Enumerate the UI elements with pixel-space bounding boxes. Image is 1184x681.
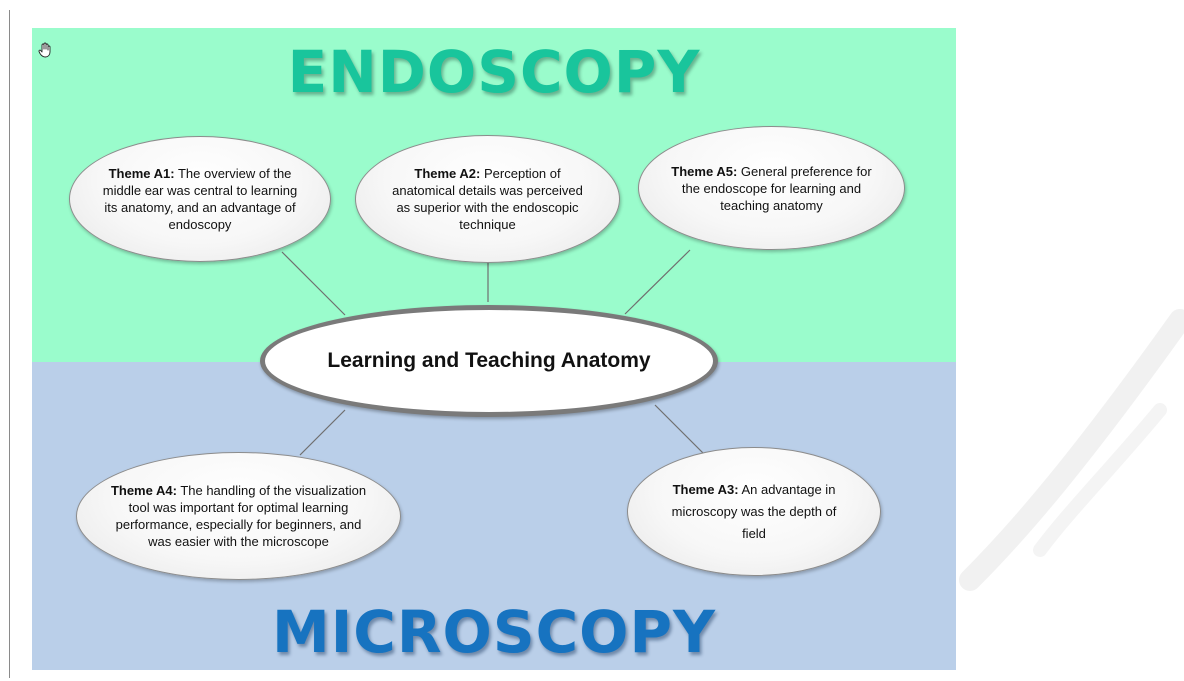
theme-label: Theme A2: — [414, 166, 481, 181]
theme-label: Theme A5: — [671, 163, 738, 179]
theme-a4-bubble: Theme A4: The handling of the visualizat… — [76, 452, 401, 580]
connector-a3 — [654, 404, 707, 457]
connector-a1 — [281, 251, 346, 316]
page-margin-line — [9, 10, 10, 678]
theme-a5-bubble: Theme A5: General preference for the end… — [638, 126, 905, 250]
theme-a1-bubble: Theme A1: The overview of the middle ear… — [69, 136, 331, 262]
theme-text: Perception of anatomical details was per… — [392, 166, 583, 232]
theme-label: Theme A3: — [672, 481, 739, 497]
theme-text: General preference for the endoscope for… — [681, 163, 872, 213]
theme-a3-bubble: Theme A3: An advantage in microscopy was… — [627, 447, 881, 576]
connector-a4 — [299, 409, 346, 456]
theme-a2-bubble: Theme A2: Perception of anatomical detai… — [355, 135, 620, 263]
connector-a5 — [624, 249, 691, 315]
theme-label: Theme A1: — [108, 166, 175, 181]
central-topic-label: Learning and Teaching Anatomy — [327, 349, 651, 372]
theme-label: Theme A4: — [110, 483, 177, 498]
endoscopy-title: ENDOSCOPY — [287, 38, 701, 106]
theme-text: An advantage in microscopy was the depth… — [671, 481, 837, 541]
watermark — [959, 309, 1184, 591]
theme-text: The handling of the visualization tool w… — [115, 483, 367, 549]
theme-text: The overview of the middle ear was centr… — [102, 166, 298, 232]
microscopy-title: MICROSCOPY — [272, 598, 716, 666]
central-topic-bubble: Learning and Teaching Anatomy — [260, 305, 718, 417]
hand-cursor-icon — [38, 42, 51, 58]
